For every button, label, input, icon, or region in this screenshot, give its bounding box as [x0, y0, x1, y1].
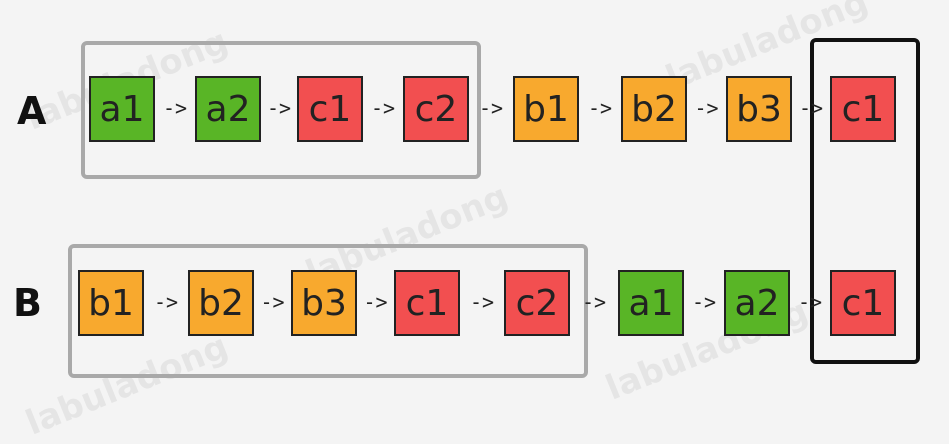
list-node-c1: c1	[394, 270, 460, 336]
next-arrow: ->	[692, 290, 717, 314]
list-node-b3: b3	[291, 270, 357, 336]
list-node-c1: c1	[830, 76, 896, 142]
list-node-a2: a2	[195, 76, 261, 142]
row-label-a: A	[17, 89, 47, 133]
next-arrow: ->	[363, 290, 388, 314]
list-node-b1: b1	[78, 270, 144, 336]
next-arrow: ->	[154, 290, 179, 314]
list-node-b1: b1	[513, 76, 579, 142]
next-arrow: ->	[694, 96, 719, 120]
common-tail-box	[810, 38, 920, 364]
next-arrow: ->	[260, 290, 285, 314]
next-arrow: ->	[799, 96, 824, 120]
next-arrow: ->	[267, 96, 292, 120]
list-b-prefix-box	[68, 244, 588, 378]
next-arrow: ->	[479, 96, 504, 120]
next-arrow: ->	[470, 290, 495, 314]
list-node-b2: b2	[621, 76, 687, 142]
list-node-b3: b3	[726, 76, 792, 142]
next-arrow: ->	[588, 96, 613, 120]
list-node-c1: c1	[297, 76, 363, 142]
next-arrow: ->	[371, 96, 396, 120]
list-node-c1: c1	[830, 270, 896, 336]
list-node-a1: a1	[618, 270, 684, 336]
list-node-a1: a1	[89, 76, 155, 142]
list-node-a2: a2	[724, 270, 790, 336]
next-arrow: ->	[163, 96, 188, 120]
next-arrow: ->	[582, 290, 607, 314]
list-node-b2: b2	[188, 270, 254, 336]
list-node-c2: c2	[403, 76, 469, 142]
list-node-c2: c2	[504, 270, 570, 336]
next-arrow: ->	[798, 290, 823, 314]
row-label-b: B	[13, 281, 42, 325]
list-a-prefix-box	[81, 41, 481, 179]
